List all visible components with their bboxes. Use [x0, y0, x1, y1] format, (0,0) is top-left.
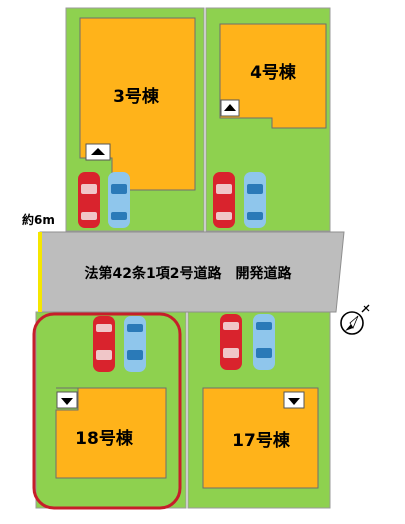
triangle-marker-icon	[220, 99, 240, 117]
car-icon	[244, 172, 266, 228]
car-icon	[78, 172, 100, 228]
car-icon	[213, 172, 235, 228]
lot-18-highlight	[32, 312, 182, 510]
car-icon	[93, 316, 115, 372]
building-17	[202, 387, 319, 489]
car-icon	[253, 314, 275, 370]
road-name-label: 法第42条1項2号道路 開発道路	[85, 265, 293, 282]
lot-4-label: 4号棟	[250, 62, 297, 83]
car-icon	[124, 316, 146, 372]
triangle-marker-icon	[56, 391, 78, 409]
road-width-label: 約6m	[22, 212, 55, 227]
north-arrow-icon	[340, 304, 370, 335]
lot-18-label: 18号棟	[75, 428, 134, 449]
building-4	[219, 23, 327, 129]
lot-17-label: 17号棟	[232, 430, 291, 451]
triangle-marker-icon	[283, 391, 305, 409]
triangle-marker-icon	[85, 143, 111, 161]
building-18	[55, 387, 167, 479]
lot-3-label: 3号棟	[113, 86, 160, 107]
car-icon	[108, 172, 130, 228]
car-icon	[220, 314, 242, 370]
